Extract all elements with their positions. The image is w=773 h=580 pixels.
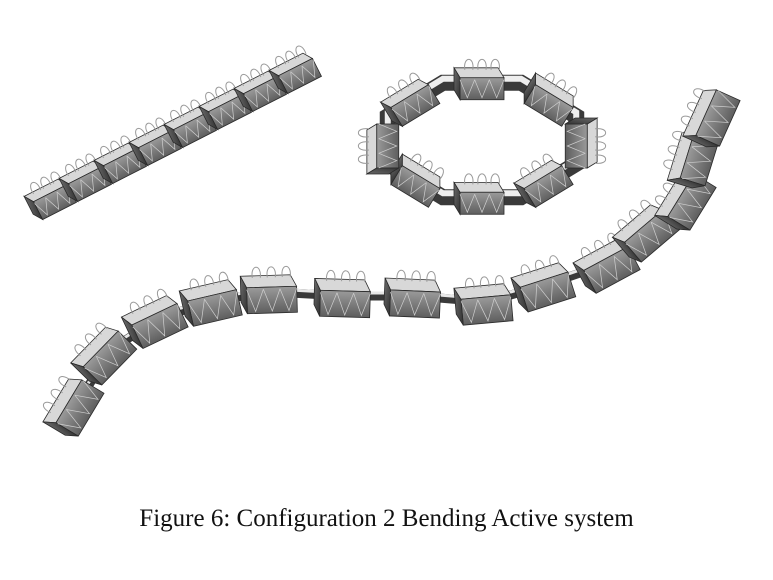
serpentine-module (680, 88, 741, 148)
ring-module (379, 72, 441, 128)
serpentine-module (120, 288, 189, 350)
linear-module (58, 153, 113, 203)
serpentine-module (69, 322, 138, 386)
ring-module (512, 153, 574, 209)
ring-module (453, 173, 505, 216)
linear-module (233, 63, 288, 113)
serpentine-module (313, 269, 371, 319)
figure-caption: Figure 6: Configuration 2 Bending Active… (139, 505, 634, 532)
ring-module (357, 123, 401, 175)
linear-module (163, 99, 218, 149)
serpentine-module (572, 232, 641, 294)
serpentine-module (510, 255, 577, 313)
linear-chain-assembly (23, 45, 323, 221)
serpentine-module (178, 271, 243, 327)
serpentine-module (383, 269, 442, 319)
figure-illustration (23, 45, 741, 437)
ring-module (563, 117, 607, 169)
serpentine-module (42, 376, 105, 437)
ring-module (523, 71, 578, 127)
serpentine-chain-assembly (42, 88, 741, 437)
ring-module (453, 58, 505, 102)
linear-module (198, 81, 253, 131)
serpentine-module (453, 275, 514, 326)
linear-module (268, 45, 323, 95)
serpentine-module (239, 265, 298, 315)
octagonal-ring-assembly (357, 58, 607, 216)
linear-module (93, 135, 148, 185)
